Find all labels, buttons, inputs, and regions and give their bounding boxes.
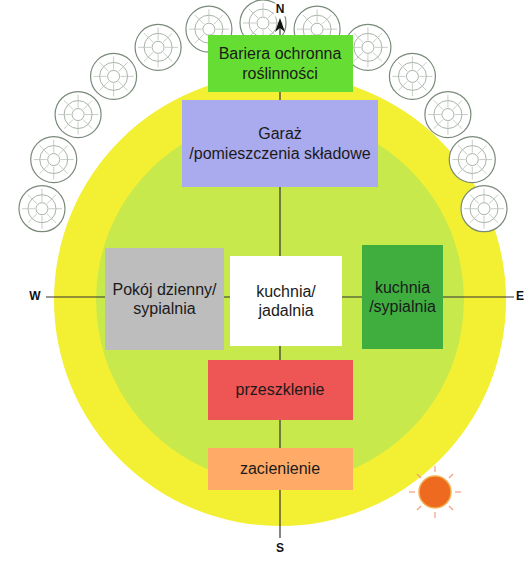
tree-symbol xyxy=(461,186,507,232)
kitchen-dining-box: kuchnia/ jadalnia xyxy=(230,256,342,346)
room-label: Bariera ochronna roślinności xyxy=(219,44,342,82)
room-label: kuchnia/ jadalnia xyxy=(256,282,316,320)
room-label: zacienienie xyxy=(240,459,320,478)
tree-symbol xyxy=(19,186,65,232)
room-label: Pokój dzienny/ sypialnia xyxy=(112,280,216,318)
tree-symbol xyxy=(425,92,471,138)
north-arrow xyxy=(275,18,285,32)
tree-symbol xyxy=(135,24,181,70)
compass-label: S xyxy=(274,542,286,555)
room-label: Garaż /pomieszczenia składowe xyxy=(189,124,370,162)
glazing-box: przeszklenie xyxy=(208,360,353,420)
shading-box: zacienienie xyxy=(208,448,353,490)
vegetation-barrier-box: Bariera ochronna roślinności xyxy=(208,35,353,92)
compass-label: N xyxy=(274,3,287,16)
compass-label: E xyxy=(514,290,526,303)
tree-row xyxy=(19,0,507,232)
kitchen-bedroom-box: kuchnia /sypialnia xyxy=(362,245,443,349)
tree-symbol xyxy=(91,53,137,99)
tree-symbol xyxy=(389,53,435,99)
room-label: przeszklenie xyxy=(236,380,325,399)
garage-box: Garaż /pomieszczenia składowe xyxy=(182,100,378,187)
living-room-box: Pokój dzienny/ sypialnia xyxy=(105,248,224,350)
sun xyxy=(409,466,461,518)
tree-symbol xyxy=(55,92,101,138)
tree-symbol xyxy=(31,137,77,183)
room-label: kuchnia /sypialnia xyxy=(369,278,436,316)
outer-zone xyxy=(54,74,506,526)
tree-symbol xyxy=(449,137,495,183)
compass-label: W xyxy=(27,290,42,303)
